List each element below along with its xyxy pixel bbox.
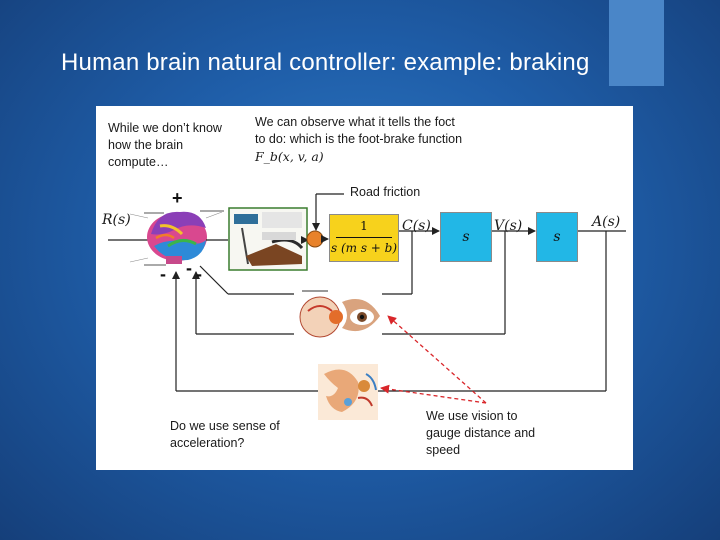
c-output-label: C(s): [402, 218, 431, 234]
accent-bar: [609, 0, 664, 86]
brain-image: [129, 210, 224, 266]
annotation-brain: While we don’t know how the brain comput…: [108, 121, 222, 169]
derivative-label-1: s: [462, 229, 470, 245]
road-friction-label: Road friction: [350, 185, 421, 199]
plant-transfer-block: 1 s (m s + b): [329, 214, 399, 262]
derivative-block-acceleration: s: [536, 212, 578, 262]
derivative-label-2: s: [553, 229, 561, 245]
block-diagram-figure: While we don’t know how the brain comput…: [96, 106, 633, 470]
derivative-block-velocity: s: [440, 212, 492, 262]
foot-brake-formula: F_b(x, v, a): [255, 149, 324, 164]
eye-image: [294, 286, 382, 342]
slide-title: Human brain natural controller: example:…: [61, 49, 590, 76]
plus-sign: +: [172, 188, 183, 208]
plant-denominator: s (m s + b): [330, 241, 398, 255]
plant-numerator: 1: [360, 219, 368, 233]
vision-arrow-ear: [380, 384, 487, 404]
v-output-label: V(s): [494, 218, 523, 234]
minus-sign-1: -: [160, 264, 166, 284]
input-label: R(s): [102, 212, 131, 228]
vision-arrow-eye: [387, 315, 487, 404]
annotation-foot: We can observe what it tells the foct to…: [255, 114, 465, 166]
diagram-wires: [108, 193, 626, 420]
ear-image: [318, 364, 378, 420]
foot-brake-image: [228, 207, 308, 271]
plant-fraction-bar: [336, 237, 392, 238]
vision-note: We use vision to gauge distance and spee…: [426, 409, 536, 457]
summing-junction: [306, 230, 324, 248]
a-output-label: A(s): [592, 214, 621, 230]
minus-sign-2: -: [186, 258, 192, 278]
annotation-foot-text: We can observe what it tells the foct to…: [255, 115, 463, 146]
acceleration-question: Do we use sense of acceleration?: [170, 419, 280, 450]
minus-sign-3: -: [196, 264, 202, 284]
